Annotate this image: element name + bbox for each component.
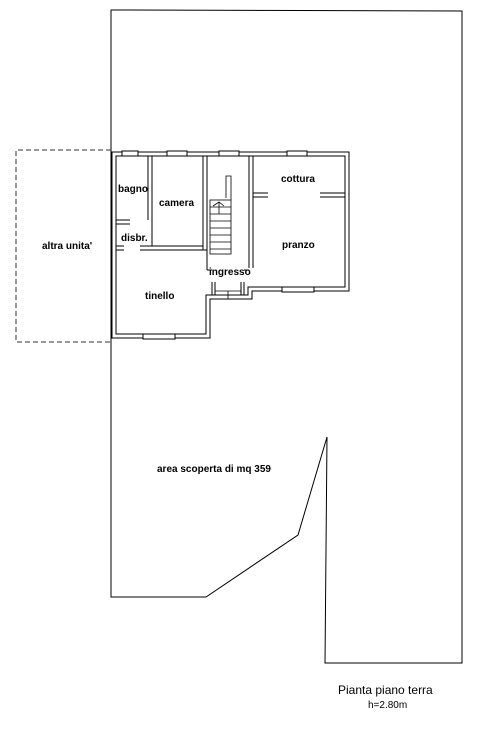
caption-height: h=2.80m [368,700,407,711]
room-label-camera: camera [159,198,194,209]
room-label-pranzo: pranzo [282,240,315,251]
room-label-altra-unita: altra unita' [42,241,92,252]
lot-boundary [110,9,463,664]
room-label-bagno: bagno [118,184,148,195]
room-label-disbr: disbr. [121,233,148,244]
room-label-cottura: cottura [281,174,315,185]
caption-title: Pianta piano terra [338,683,433,697]
room-label-ingresso: ingresso [209,267,251,278]
interior-walls [116,156,345,295]
room-label-tinello: tinello [145,291,174,302]
open-area-label: area scoperta di mq 359 [157,464,271,475]
staircase [209,175,232,255]
entrance-step [215,290,241,299]
windows [121,150,315,340]
